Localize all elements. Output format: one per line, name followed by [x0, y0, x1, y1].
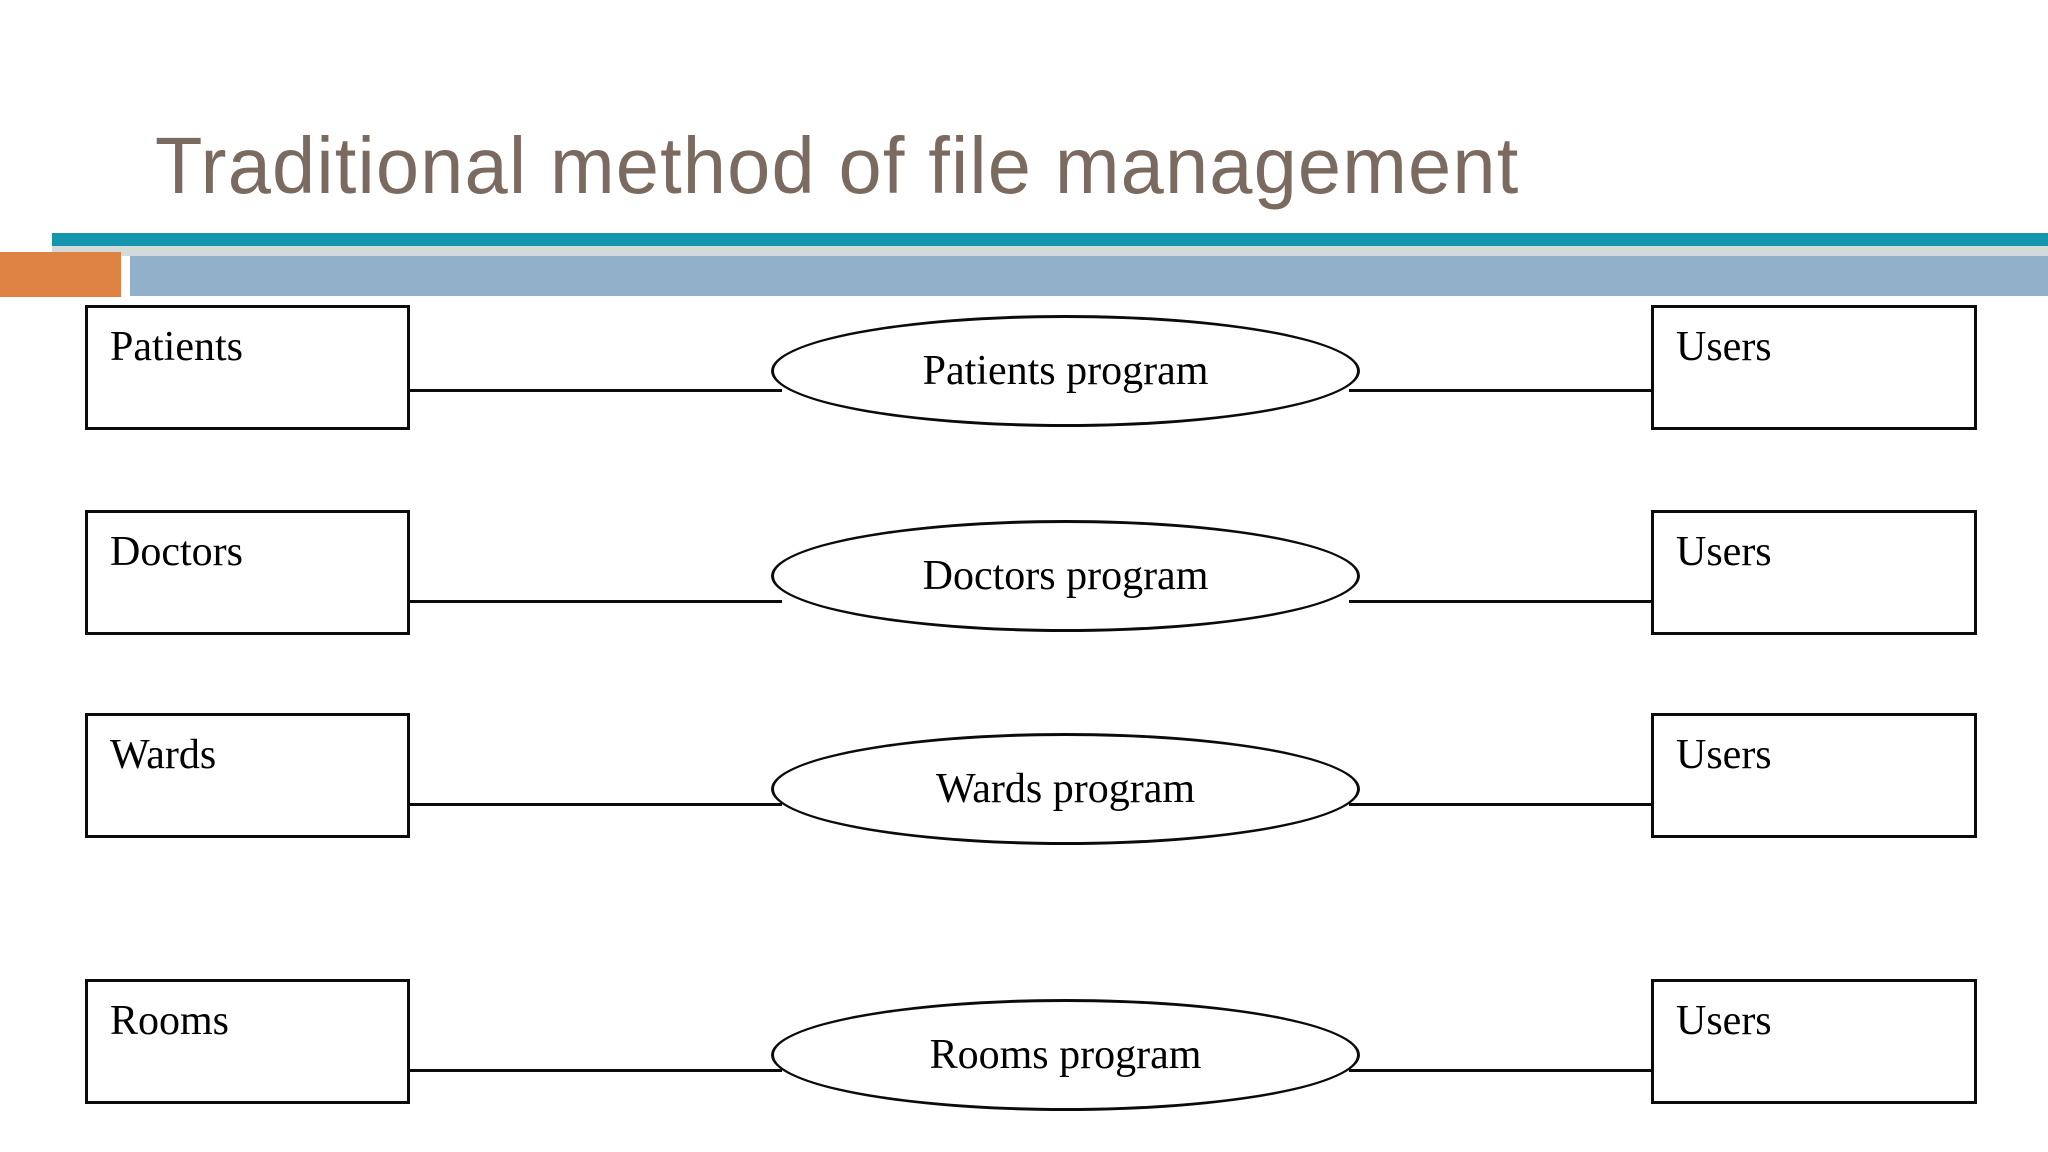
- target-entity-label: Users: [1676, 324, 1772, 370]
- target-entity-label: Users: [1676, 732, 1772, 778]
- connector-line-left: [410, 803, 782, 806]
- title-underline-teal-bar: [52, 233, 2048, 246]
- source-entity-box[interactable]: Wards: [85, 713, 410, 838]
- source-entity-label: Wards: [110, 732, 217, 778]
- connector-line-right: [1349, 803, 1652, 806]
- process-ellipse[interactable]: Wards program: [771, 733, 1360, 845]
- connector-line-left: [410, 389, 782, 392]
- title-accent-orange-block: [0, 252, 121, 297]
- process-ellipse[interactable]: Doctors program: [771, 520, 1360, 632]
- process-ellipse[interactable]: Patients program: [771, 315, 1360, 427]
- process-ellipse[interactable]: Rooms program: [771, 999, 1360, 1111]
- source-entity-box[interactable]: Doctors: [85, 510, 410, 635]
- connector-line-right: [1349, 1069, 1652, 1072]
- page-title: Traditional method of file management: [155, 121, 1520, 210]
- process-ellipse-label: Wards program: [935, 766, 1196, 812]
- source-entity-label: Doctors: [110, 529, 243, 575]
- connector-line-left: [410, 1069, 782, 1072]
- title-underline-blue-bar: [130, 256, 2048, 296]
- title-underline-gray-bar: [52, 246, 2048, 256]
- target-entity-label: Users: [1676, 529, 1772, 575]
- target-entity-box[interactable]: Users: [1651, 510, 1977, 635]
- source-entity-box[interactable]: Rooms: [85, 979, 410, 1104]
- connector-line-left: [410, 600, 782, 603]
- target-entity-box[interactable]: Users: [1651, 979, 1977, 1104]
- target-entity-label: Users: [1676, 998, 1772, 1044]
- target-entity-box[interactable]: Users: [1651, 305, 1977, 430]
- process-ellipse-label: Doctors program: [922, 553, 1209, 599]
- process-ellipse-label: Patients program: [922, 348, 1209, 394]
- source-entity-label: Rooms: [110, 998, 230, 1044]
- source-entity-box[interactable]: Patients: [85, 305, 410, 430]
- process-ellipse-label: Rooms program: [929, 1032, 1202, 1078]
- target-entity-box[interactable]: Users: [1651, 713, 1977, 838]
- connector-line-right: [1349, 600, 1652, 603]
- source-entity-label: Patients: [110, 324, 243, 370]
- connector-line-right: [1349, 389, 1652, 392]
